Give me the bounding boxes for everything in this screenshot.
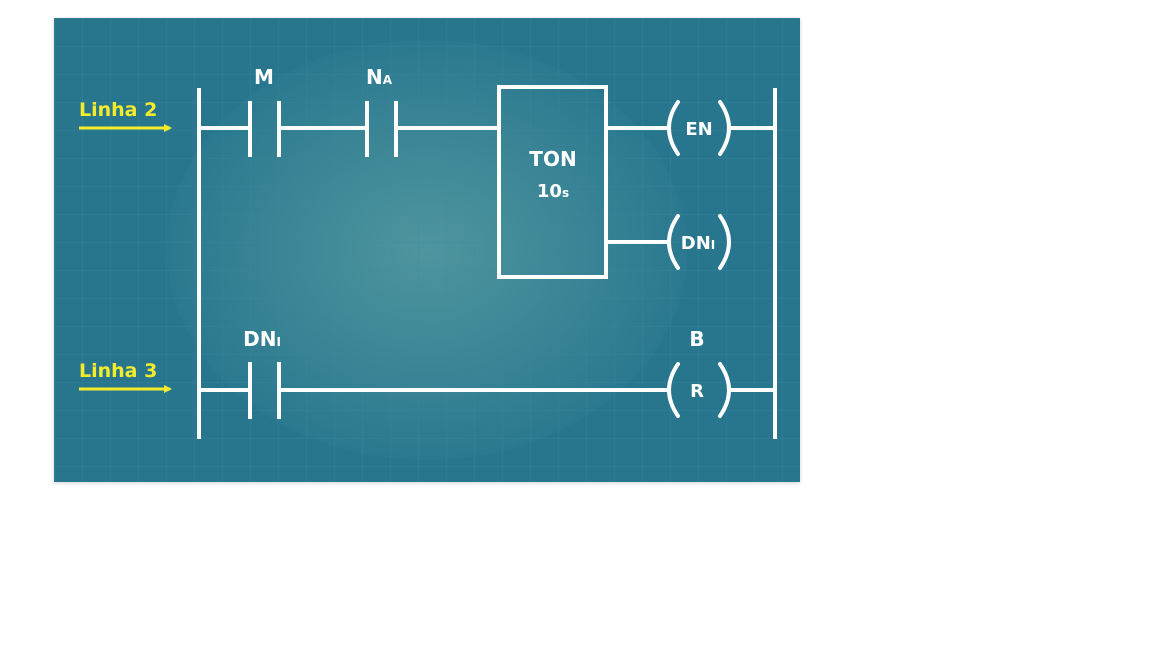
- coil-en: EN: [667, 100, 731, 156]
- timer-block: TON 10s: [497, 85, 608, 279]
- contact-name: N: [366, 65, 383, 89]
- coil-dn1: DNI: [667, 214, 731, 270]
- coil-bracket-right: [718, 100, 731, 156]
- contact-m: M: [248, 65, 281, 157]
- coil-bracket-left: [667, 362, 680, 418]
- contact-name: M: [254, 65, 274, 89]
- coil-inner-label: R: [690, 381, 704, 402]
- timer-preset: 10s: [537, 181, 569, 202]
- contact-subscript: A: [383, 73, 393, 87]
- coil-bracket-left: [667, 214, 680, 270]
- rung-linha-2: Linha 2 M NA TON 10s: [79, 65, 775, 279]
- ladder-diagram-svg: Linha 2 M NA TON 10s: [54, 18, 800, 482]
- rung-label-linha-2: Linha 2: [79, 99, 157, 121]
- timer-preset-value: 10: [537, 181, 562, 202]
- rung-label-linha-3: Linha 3: [79, 360, 157, 382]
- timer-type: TON: [529, 147, 576, 171]
- coil-name: B: [689, 327, 704, 351]
- contact-label: M: [254, 65, 274, 89]
- contact-name: DN: [243, 327, 276, 351]
- contact-subscript: I: [276, 335, 280, 349]
- timer-box: [497, 85, 608, 279]
- timer-preset-unit: s: [562, 186, 569, 200]
- coil-subscript: I: [711, 238, 715, 252]
- coil-bracket-left: [667, 100, 680, 156]
- coil-bracket-right: [718, 214, 731, 270]
- coil-name: DN: [681, 233, 711, 254]
- rung-linha-3: Linha 3 DNI B R: [79, 327, 775, 419]
- coil-name: EN: [685, 119, 712, 140]
- coil-label: EN: [685, 119, 712, 140]
- contact-label: NA: [366, 65, 393, 89]
- coil-label: DNI: [681, 233, 715, 254]
- diagram-grid: [54, 18, 800, 482]
- contact-na: NA: [365, 65, 398, 157]
- coil-b-reset: B R: [667, 327, 731, 418]
- contact-dn1: DNI: [243, 327, 281, 419]
- ladder-diagram: Linha 2 M NA TON 10s: [54, 18, 800, 482]
- coil-bracket-right: [718, 362, 731, 418]
- contact-label: DNI: [243, 327, 281, 351]
